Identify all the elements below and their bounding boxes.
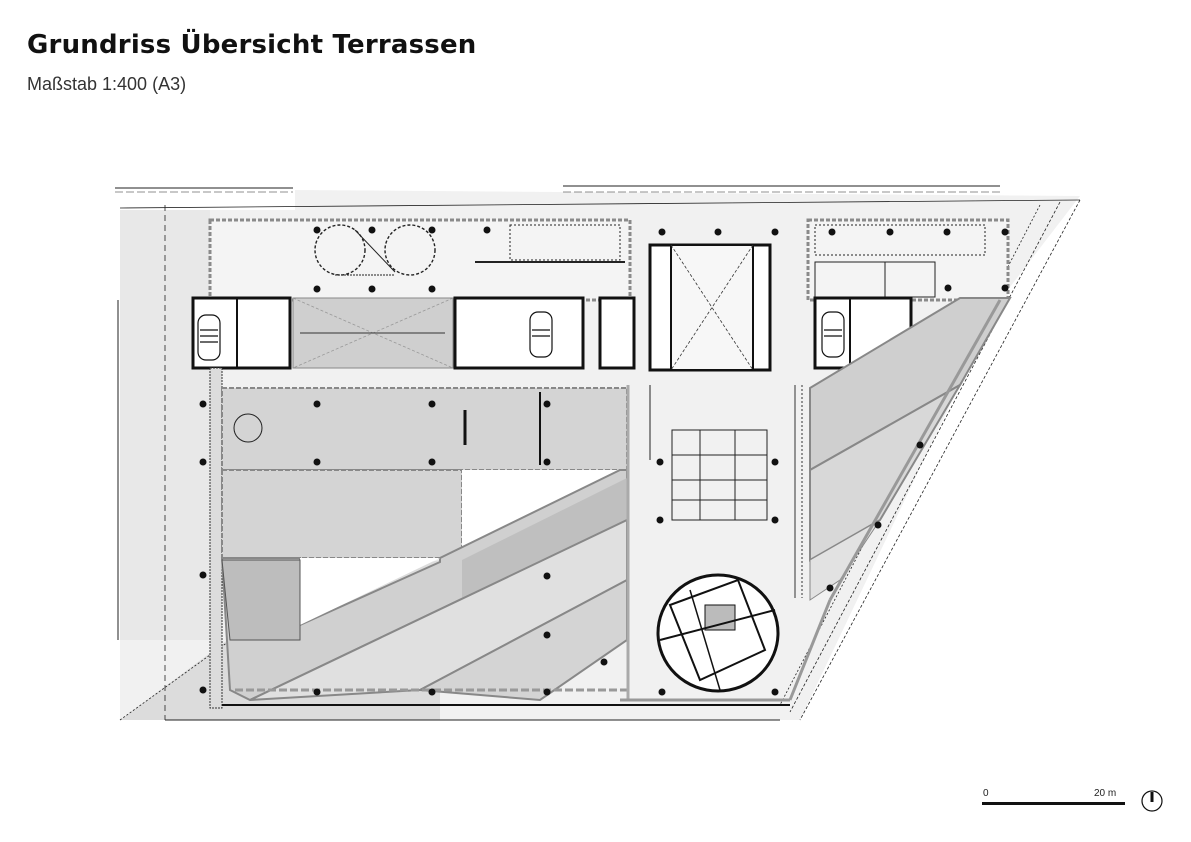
north-arrow-icon bbox=[1141, 790, 1163, 812]
scale-bar: 0 20 m bbox=[980, 786, 1170, 816]
structural-columns bbox=[199, 226, 1009, 696]
round-tower bbox=[656, 573, 780, 693]
stair-cores bbox=[191, 296, 913, 370]
atrium-void bbox=[648, 243, 772, 372]
scale-line bbox=[982, 802, 1125, 805]
central-office bbox=[626, 385, 768, 700]
bridge-west bbox=[292, 297, 454, 369]
stair-core-details bbox=[197, 298, 851, 368]
scale-subtitle: Maßstab 1:400 (A3) bbox=[27, 74, 187, 94]
scale-end-label: 20 m bbox=[1094, 788, 1117, 799]
scale-start-label: 0 bbox=[983, 788, 989, 799]
south-facade bbox=[222, 299, 1002, 706]
north-wing bbox=[208, 218, 1010, 302]
west-facade bbox=[209, 367, 223, 709]
page-title: Grundriss Übersicht Terrassen bbox=[27, 30, 477, 60]
